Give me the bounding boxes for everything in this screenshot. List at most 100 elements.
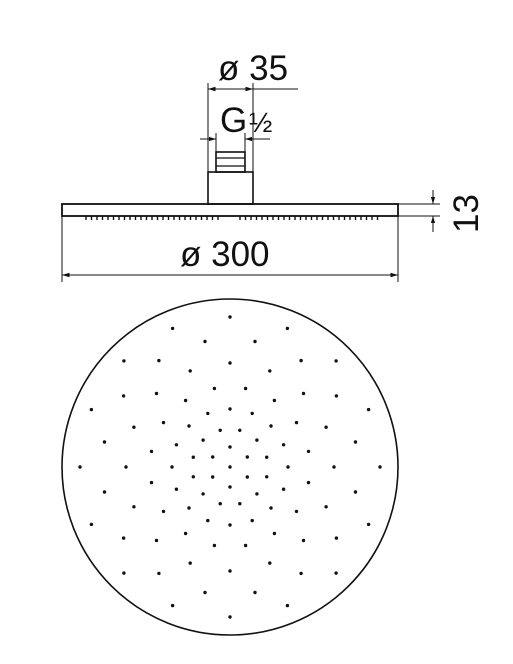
nozzle-dot [353, 490, 358, 494]
nozzle-dot [334, 394, 339, 398]
nozzle-dot [334, 571, 338, 575]
nozzle-dot [332, 465, 336, 469]
nozzle-dot [228, 315, 232, 319]
nozzle-dot [203, 590, 207, 595]
nozzle-dot [250, 518, 254, 523]
nozzle-dot [211, 455, 215, 459]
nozzle-dot [228, 465, 232, 469]
nozzle-dot [285, 326, 290, 331]
nozzle-dot [183, 531, 188, 536]
nozzle-dot [301, 538, 306, 543]
nozzle-dot [245, 455, 249, 459]
nozzle-dot [132, 505, 136, 509]
nozzle-dot [272, 398, 277, 403]
nozzle-dot [218, 502, 222, 506]
nozzle-dot [306, 449, 311, 454]
nozzle-dot [201, 492, 205, 496]
nozzle-dot [187, 506, 191, 510]
nozzle-dot [378, 465, 382, 469]
head-diameter-dimension: ø 300 [61, 216, 399, 282]
nozzle-dot [255, 438, 259, 442]
nozzle-dot [334, 359, 338, 363]
nozzle-dot [188, 369, 192, 373]
nozzle-dot [255, 492, 259, 496]
connector-stem [207, 171, 254, 205]
nozzle-dot [299, 571, 303, 576]
nozzle-dot [121, 536, 126, 540]
nozzle-dot [366, 407, 371, 412]
nozzle-dot [306, 480, 311, 485]
nozzle-dot [265, 475, 269, 479]
nozzle-dot [157, 358, 161, 363]
nozzle-dot [174, 487, 179, 491]
thread-prefix-label: G [220, 101, 247, 140]
nozzle-dot [294, 420, 299, 425]
nozzle-dot [269, 506, 273, 510]
nozzle-dot [102, 440, 107, 444]
thread-nut [215, 151, 246, 173]
shower-plate [61, 203, 399, 217]
nozzle-dot [269, 424, 273, 428]
nozzle-dot [265, 455, 269, 459]
nozzle-dot [211, 475, 215, 479]
nozzle-dot [170, 465, 174, 469]
nozzle-dot [353, 440, 358, 444]
nozzle-dot [174, 443, 179, 447]
nozzle-dot [78, 465, 82, 469]
nozzle-dot [157, 571, 161, 576]
nozzle-dot [206, 518, 210, 523]
nozzle-dot [154, 538, 159, 543]
nozzle-dot [149, 480, 154, 485]
nozzle-dot [228, 361, 232, 365]
plate-thickness-dimension: 13 [398, 190, 486, 233]
nozzle-dot [238, 428, 242, 432]
nozzle-dot [132, 425, 136, 429]
shower-face-outline [61, 298, 399, 636]
nozzle-dot [212, 386, 217, 391]
nozzle-dot [228, 523, 232, 527]
nozzle-dot [228, 485, 232, 489]
nozzle-dot [170, 603, 175, 608]
nozzle-dot [243, 543, 248, 548]
nozzle-dot [253, 339, 257, 344]
nozzle-dot [268, 369, 272, 373]
nozzle-dot [188, 561, 192, 565]
nozzle-dot [268, 561, 272, 565]
nozzle-dot [250, 411, 254, 416]
nozzle-dot [122, 359, 126, 363]
nozzle-dot [294, 509, 299, 514]
nozzle-dot [89, 407, 94, 412]
nozzle-dot [228, 407, 232, 411]
nozzle-dot [243, 386, 248, 391]
nozzle-dot [203, 339, 207, 344]
nozzle-dot [366, 522, 371, 527]
nozzle-dot [191, 475, 195, 479]
nozzle-dot [324, 505, 328, 509]
thread-dimension: G ½ [200, 101, 272, 152]
nozzle-dot [170, 326, 175, 331]
nozzle-dot [206, 411, 210, 416]
stem-diameter-dimension: ø 35 [207, 49, 298, 172]
nozzle-dot [161, 509, 166, 514]
nozzle-dot [183, 398, 188, 403]
nozzle-dot [161, 420, 166, 425]
nozzle-dot [187, 424, 191, 428]
nozzle-dot [301, 391, 306, 396]
nozzle-dots [78, 315, 382, 619]
nozzle-dot [212, 543, 217, 548]
nozzle-dot [89, 522, 94, 527]
nozzle-dot [285, 603, 290, 608]
bottom-view [61, 298, 399, 636]
nozzle-dot [124, 465, 128, 469]
nozzle-ticks [85, 216, 379, 220]
nozzle-dot [228, 615, 232, 619]
nozzle-dot [281, 443, 286, 447]
nozzle-dot [272, 531, 277, 536]
side-view: ø 35 G ½ 13 ø 300 [61, 49, 486, 282]
plate-thickness-label: 13 [447, 194, 486, 233]
nozzle-dot [191, 455, 195, 459]
nozzle-dot [245, 475, 249, 479]
nozzle-dot [324, 425, 328, 429]
nozzle-dot [149, 449, 154, 454]
